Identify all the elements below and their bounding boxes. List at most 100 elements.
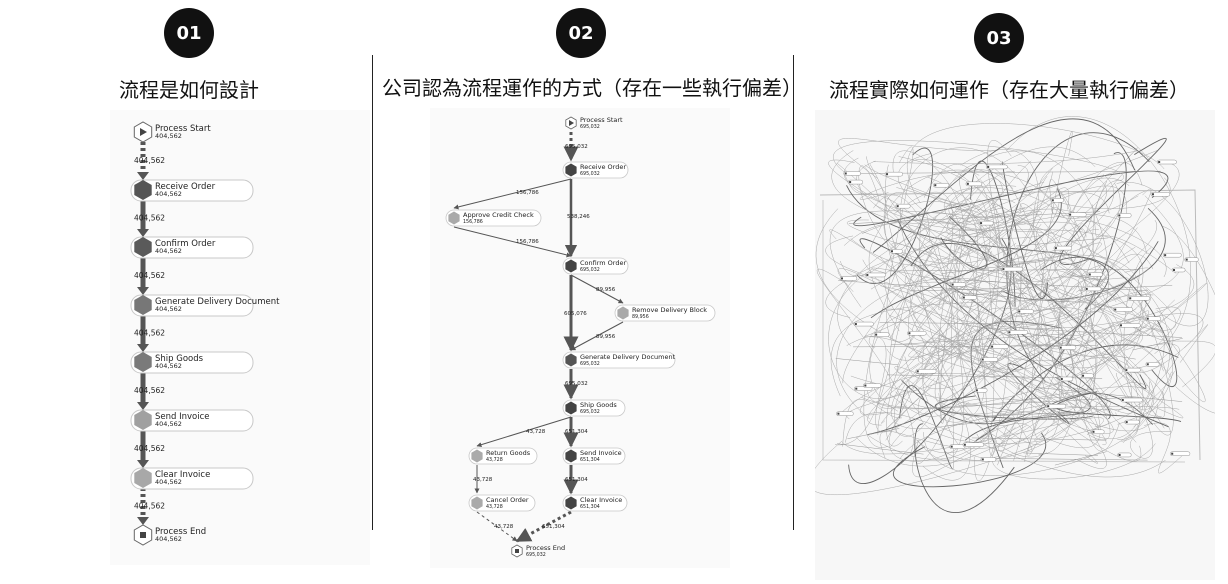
outer-connector bbox=[822, 200, 1186, 463]
activity-node bbox=[1128, 296, 1151, 301]
activity-hexagon-icon bbox=[1069, 213, 1072, 216]
flow-curve bbox=[831, 150, 1072, 239]
activity-node-box bbox=[130, 351, 254, 374]
flow-arrowhead bbox=[137, 287, 149, 295]
activity-hexagon-icon bbox=[981, 458, 984, 461]
activity-node bbox=[1162, 252, 1182, 258]
node-count: 89,956 bbox=[632, 314, 649, 320]
flow-curve bbox=[891, 242, 1017, 264]
activity-node bbox=[1059, 376, 1074, 382]
node-count: 43,728 bbox=[486, 504, 503, 510]
activity-node bbox=[933, 183, 950, 188]
flow-curve bbox=[896, 187, 1170, 374]
node-label: Receive Order bbox=[155, 182, 216, 192]
activity-hexagon-icon bbox=[617, 306, 629, 320]
activity-hexagon-icon bbox=[908, 332, 911, 335]
activity-hexagon-icon bbox=[1164, 254, 1167, 257]
node-count: 43,728 bbox=[486, 457, 503, 463]
activity-node-box bbox=[562, 494, 628, 512]
activity-node-box bbox=[562, 447, 626, 465]
section-title-3: 流程實際如何運作（存在大量執行偏差） bbox=[829, 78, 1189, 102]
node-count: 695,032 bbox=[580, 361, 600, 367]
activity-node bbox=[1171, 267, 1186, 273]
flow-curve bbox=[899, 385, 954, 470]
activity-hexagon-icon bbox=[934, 184, 937, 187]
activity-node bbox=[865, 272, 886, 278]
flow-curve bbox=[850, 187, 1070, 266]
flow-connector bbox=[879, 322, 1054, 325]
flow-arrowhead bbox=[137, 229, 149, 237]
flow-curve bbox=[1021, 340, 1107, 445]
activity-hexagon-icon bbox=[849, 181, 852, 184]
flow-curve bbox=[1066, 372, 1134, 414]
flow-curve bbox=[1144, 422, 1183, 474]
activity-hexagon-icon bbox=[1125, 369, 1128, 372]
activity-hexagon-icon bbox=[1047, 405, 1050, 408]
node-count: 404,562 bbox=[155, 190, 182, 198]
edge-count-label: 404,562 bbox=[134, 444, 165, 453]
flow-curve bbox=[897, 219, 1169, 428]
node-count: 695,032 bbox=[580, 409, 600, 415]
node-label: Process End bbox=[526, 544, 565, 552]
activity-node bbox=[1084, 286, 1102, 292]
activity-node bbox=[843, 171, 861, 176]
flow-curve bbox=[856, 160, 1033, 341]
flow-arrowhead bbox=[137, 402, 149, 410]
edge-count-label: 156,786 bbox=[516, 239, 539, 245]
flow-curve bbox=[1002, 161, 1049, 299]
flow-curve bbox=[912, 409, 1056, 478]
activity-node bbox=[1184, 257, 1199, 262]
activity-hexagon-icon bbox=[962, 296, 965, 299]
activity-hexagon-icon bbox=[1185, 258, 1188, 261]
activity-hexagon-icon bbox=[134, 410, 152, 430]
flow-connector bbox=[910, 288, 1009, 292]
activity-hexagon-icon bbox=[1051, 199, 1054, 202]
activity-node bbox=[962, 442, 985, 447]
activity-hexagon-icon bbox=[855, 387, 858, 390]
flow-curve bbox=[960, 171, 1053, 307]
flow-curve bbox=[1104, 329, 1164, 425]
flow-connector bbox=[1054, 451, 1107, 466]
activity-node bbox=[985, 164, 1008, 170]
flow-curve bbox=[938, 160, 1032, 424]
section-number-badge-1: 01 bbox=[164, 8, 214, 58]
activity-node bbox=[853, 321, 874, 327]
flow-connector bbox=[848, 211, 1101, 224]
edge-count-label: 651,304 bbox=[542, 524, 565, 530]
node-label: Clear Invoice bbox=[580, 496, 622, 504]
activity-hexagon-icon bbox=[565, 259, 577, 273]
node-count: 651,304 bbox=[580, 457, 600, 463]
activity-node bbox=[1118, 323, 1141, 328]
flow-curve bbox=[867, 375, 1024, 460]
activity-hexagon-icon bbox=[565, 353, 577, 367]
activity-node bbox=[1117, 452, 1132, 458]
section-title-1: 流程是如何設計 bbox=[119, 78, 259, 102]
activity-node bbox=[1156, 159, 1177, 165]
activity-node bbox=[895, 203, 911, 209]
flow-curve bbox=[1051, 195, 1139, 253]
activity-node-box bbox=[130, 236, 254, 259]
flow-curve bbox=[846, 185, 1109, 310]
node-count: 404,562 bbox=[155, 420, 182, 428]
activity-hexagon-icon bbox=[1146, 317, 1149, 320]
flow-curve bbox=[880, 285, 1132, 367]
flow-curve bbox=[843, 214, 1025, 246]
activity-hexagon-icon bbox=[1121, 399, 1124, 402]
activity-node bbox=[1058, 345, 1077, 350]
node-count: 404,562 bbox=[155, 535, 182, 543]
flow-curve bbox=[968, 423, 1033, 447]
flow-connector bbox=[1001, 442, 1005, 447]
flow-curve bbox=[908, 203, 991, 391]
flow-arrowhead bbox=[137, 460, 149, 468]
node-label: Ship Goods bbox=[155, 354, 204, 364]
activity-hexagon-icon bbox=[565, 449, 577, 463]
flow-curve bbox=[864, 164, 971, 212]
flow-edge bbox=[570, 274, 624, 304]
activity-node-box bbox=[562, 161, 629, 179]
activity-hexagon-icon bbox=[134, 352, 152, 372]
edge-count-label: 43,728 bbox=[494, 524, 514, 530]
flow-arrowhead bbox=[137, 344, 149, 352]
node-label: Receive Order bbox=[580, 163, 626, 171]
flow-curve bbox=[978, 276, 1107, 366]
activity-hexagon-icon bbox=[1085, 287, 1088, 290]
